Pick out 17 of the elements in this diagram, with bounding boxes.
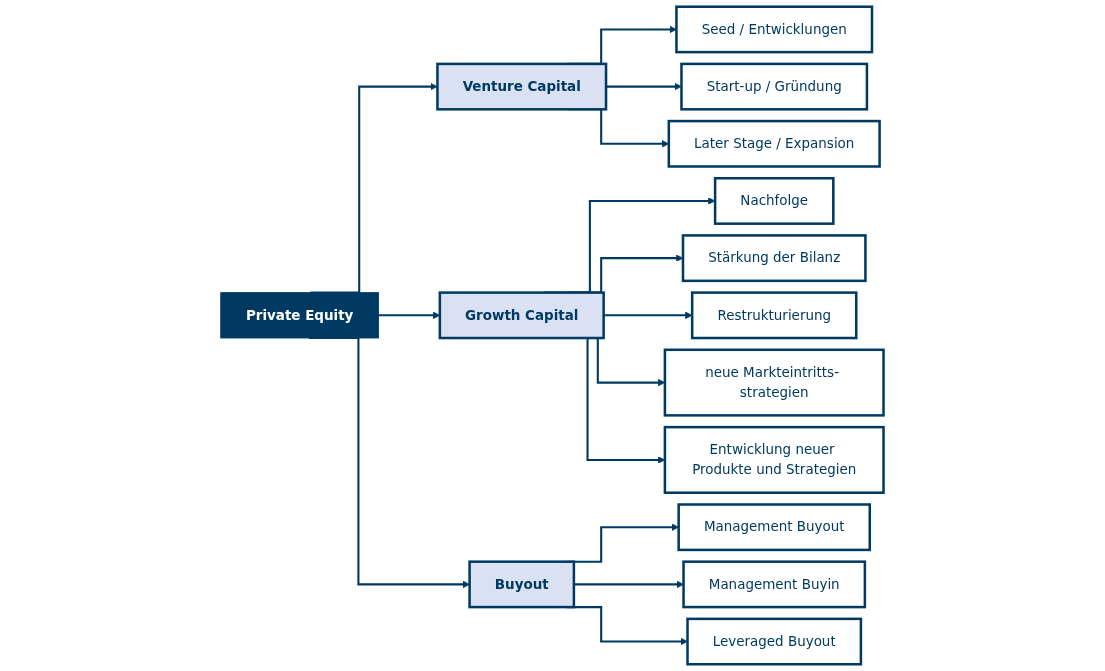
node-box: Leveraged Buyout — [686, 617, 863, 666]
node-box: Later Stage / Expansion — [667, 119, 882, 168]
node-box: neue Markteintritts- strategien — [664, 348, 886, 417]
node-box: Stärkung der Bilanz — [682, 234, 868, 283]
node-box: Management Buyout — [677, 503, 872, 552]
node-box: Nachfolge — [714, 177, 835, 225]
node-box: Seed / Entwicklungen — [675, 5, 874, 54]
arrow — [604, 311, 693, 319]
node-box: Buyout — [468, 560, 576, 609]
node-box: Restrukturierung — [691, 291, 858, 340]
node-box: Entwicklung neuer Produkte und Strategien — [664, 425, 886, 494]
node-box: Venture Capital — [436, 62, 608, 111]
node-box: Growth Capital — [438, 291, 606, 340]
node-box: Private Equity — [220, 292, 380, 339]
arrow — [378, 311, 441, 319]
node-box: Start-up / Gründung — [680, 62, 869, 111]
node-box: Management Buyin — [682, 560, 867, 609]
